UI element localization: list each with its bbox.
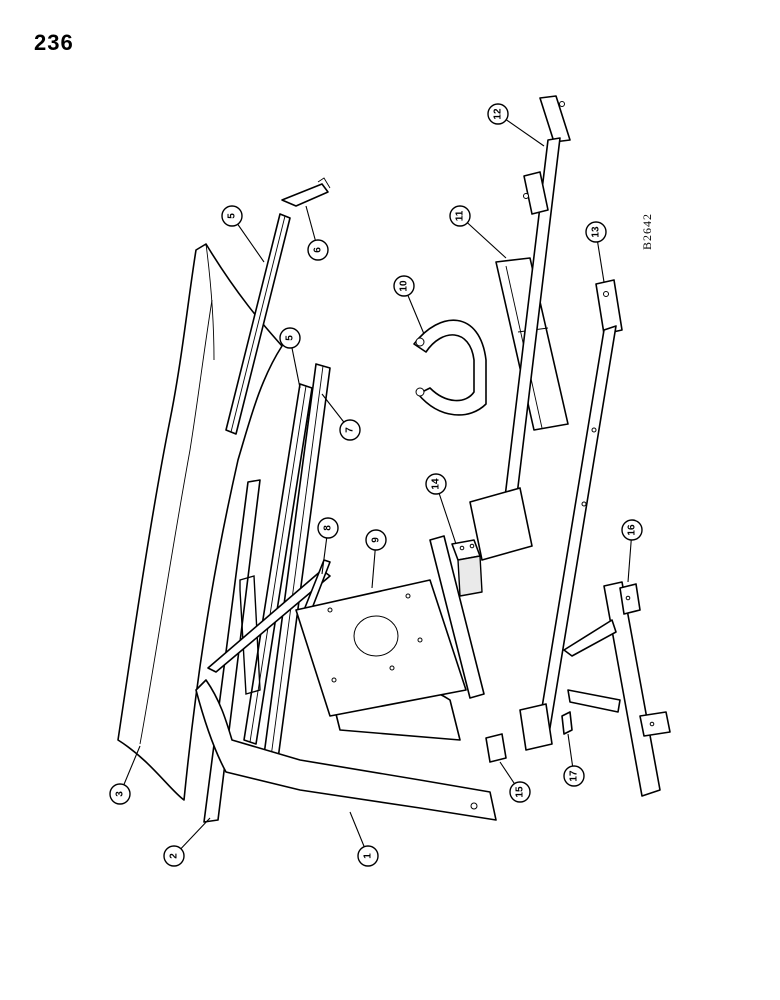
- callout-bubble: [509, 781, 531, 803]
- callout-bubble: [317, 517, 339, 539]
- part-long-beam-13: [519, 279, 623, 751]
- callout-label: 6: [313, 247, 324, 253]
- callout-label: 13: [591, 226, 602, 238]
- callout-bubble: [279, 327, 301, 349]
- callout-label: 16: [627, 524, 638, 536]
- callout-bubble: [393, 275, 415, 297]
- callout-8: 8: [317, 517, 339, 575]
- callout-bubble: [109, 783, 131, 805]
- callout-3: 3: [109, 745, 141, 805]
- callout-bubble: [365, 529, 387, 551]
- callout-5: 5: [279, 327, 301, 389]
- callout-label: 10: [399, 280, 410, 292]
- callout-bubble: [425, 473, 447, 495]
- callout-16: 16: [621, 519, 643, 583]
- part-small-bracket-14: [451, 539, 483, 597]
- callout-10: 10: [393, 275, 425, 335]
- callout-label: 11: [455, 210, 466, 221]
- callout-14: 14: [425, 473, 457, 545]
- callout-bubble: [339, 419, 361, 441]
- callout-bubble: [163, 845, 185, 867]
- callout-12: 12: [487, 103, 545, 147]
- callout-label: 14: [431, 478, 442, 490]
- callout-7: 7: [321, 393, 361, 441]
- callout-13: 13: [585, 221, 607, 283]
- part-pin-17: [561, 711, 573, 735]
- part-cross-member-16: [563, 581, 671, 797]
- part-angle-rail-upper: [225, 213, 291, 435]
- part-yoke: [413, 319, 487, 416]
- callout-bubble: [357, 845, 379, 867]
- callout-bubble: [487, 103, 509, 125]
- page-number: 236: [34, 30, 74, 55]
- callout-label: 1: [363, 853, 374, 859]
- callout-label: 5: [285, 335, 296, 341]
- part-plate-beam: [429, 535, 485, 699]
- callout-5: 5: [221, 205, 265, 263]
- callout-15: 15: [499, 761, 531, 803]
- callout-label: 7: [345, 427, 356, 433]
- callout-label: 3: [115, 791, 126, 797]
- callout-11: 11: [449, 205, 507, 259]
- callout-label: 9: [371, 537, 382, 543]
- callout-label: 8: [323, 525, 334, 531]
- callout-bubble: [585, 221, 607, 243]
- part-clip-15: [485, 733, 507, 763]
- callout-bubble: [621, 519, 643, 541]
- callout-bubble: [563, 765, 585, 787]
- part-end-bracket: [281, 177, 331, 207]
- callout-1: 1: [349, 811, 379, 867]
- callout-2: 2: [163, 817, 211, 867]
- callout-bubble: [449, 205, 471, 227]
- callout-6: 6: [305, 205, 329, 261]
- callout-label: 12: [493, 108, 504, 120]
- callout-label: 17: [569, 770, 580, 782]
- part-mounting-plate: [295, 579, 467, 717]
- callout-9: 9: [365, 529, 387, 589]
- callout-label: 2: [169, 853, 180, 859]
- callout-bubble: [221, 205, 243, 227]
- callout-label: 5: [227, 213, 238, 219]
- part-long-rail-12: [469, 95, 571, 561]
- callout-label: 15: [515, 786, 526, 798]
- callout-bubble: [307, 239, 329, 261]
- callout-17: 17: [563, 733, 585, 787]
